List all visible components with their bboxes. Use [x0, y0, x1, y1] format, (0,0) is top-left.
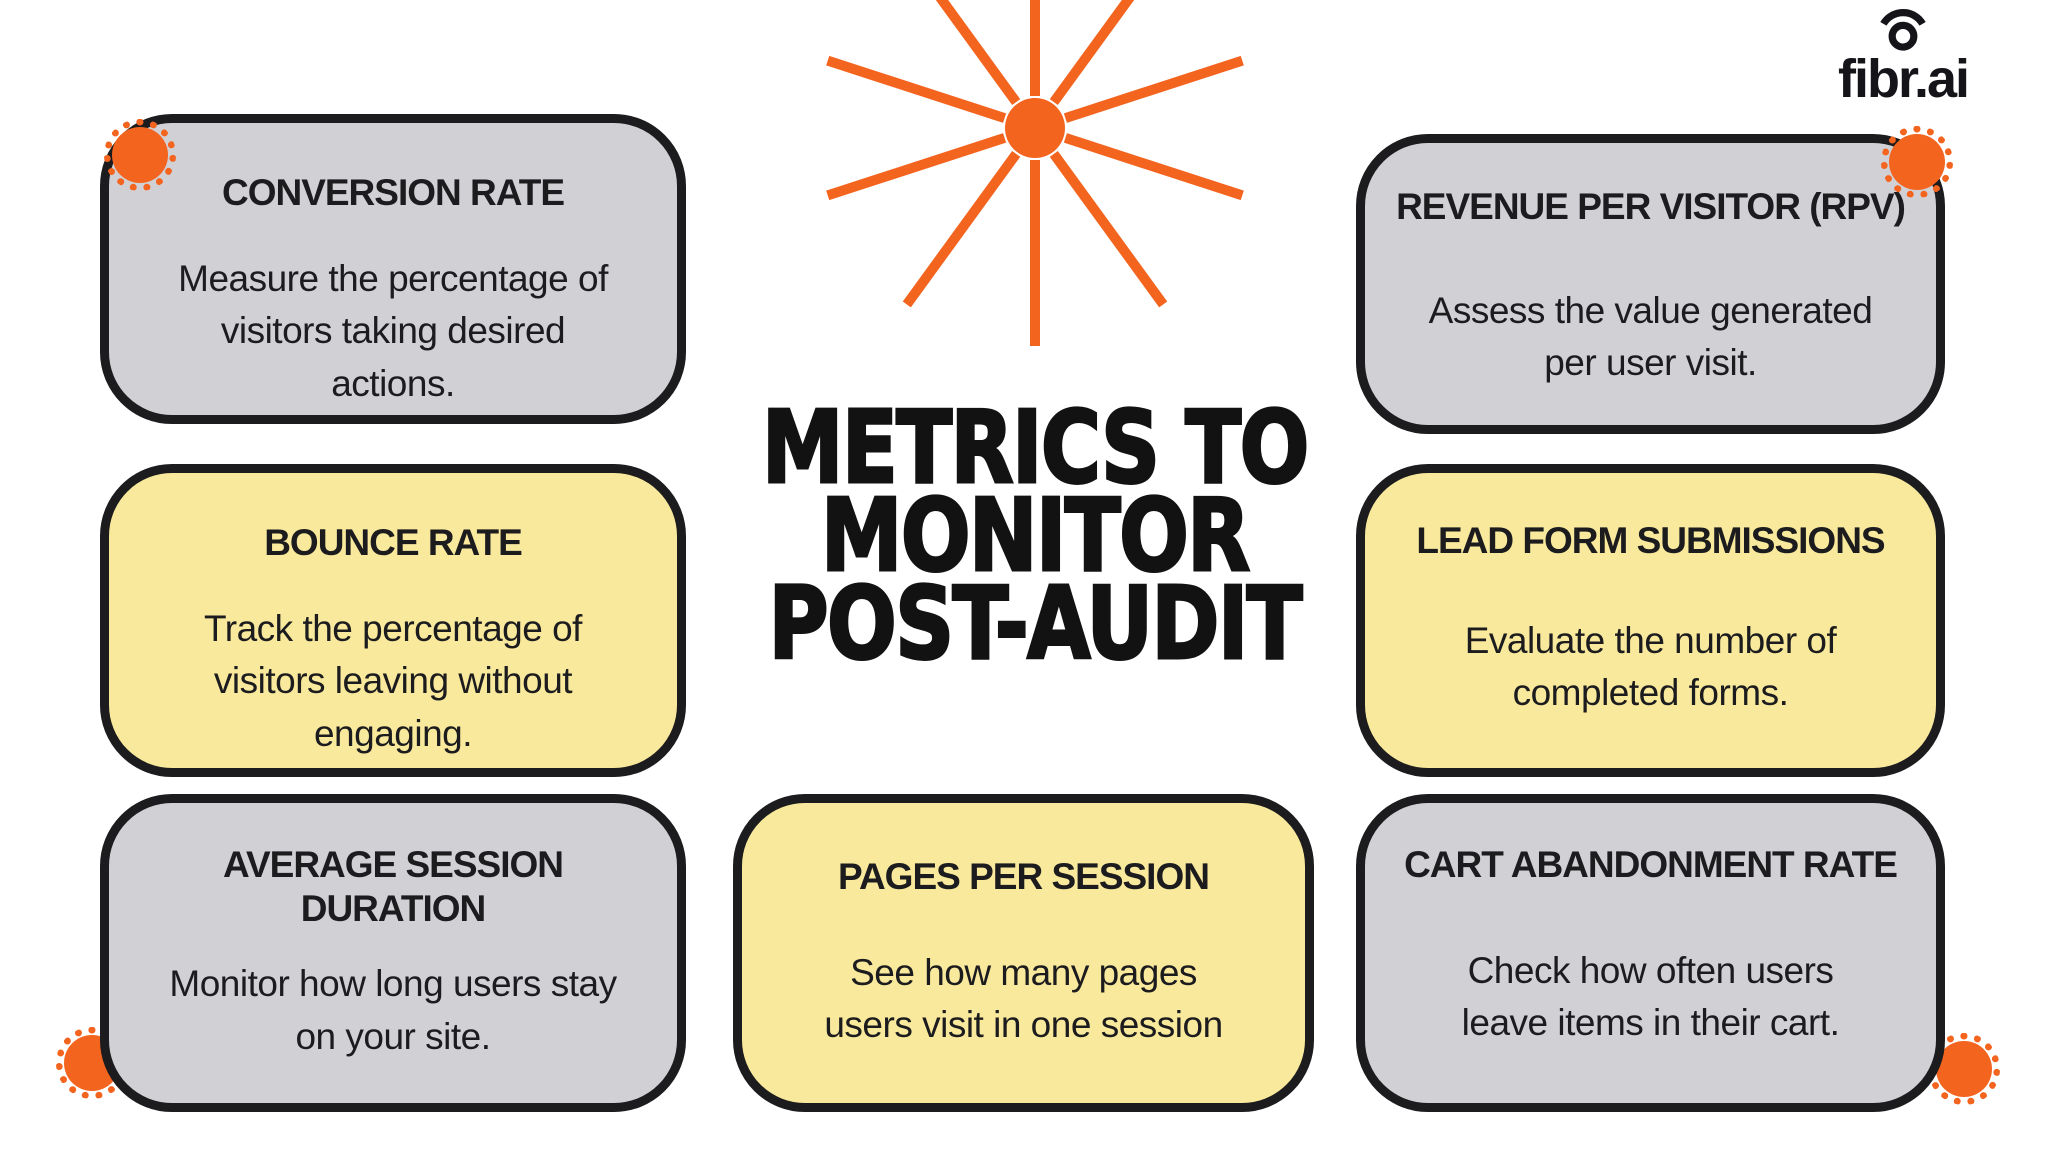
starburst-icon — [826, 0, 1244, 346]
brand-name: fibr.ai — [1837, 49, 1970, 109]
main-title: METRICS TO MONITOR POST-AUDIT — [685, 389, 1385, 682]
card-cart-abandonment-rate: CART ABANDONMENT RATE Check how often us… — [1356, 794, 1945, 1112]
card-body: Check how often users leave items in the… — [1461, 949, 1840, 1044]
card-body: Track the percentage of visitors leaving… — [204, 607, 582, 754]
card-title: REVENUE PER VISITOR (RPV) — [1396, 186, 1906, 227]
seal-badge-icon — [104, 119, 176, 191]
fibr-logo-icon — [1880, 8, 1926, 51]
card-title: AVERAGE SESSION DURATION — [222, 844, 564, 929]
main-title-text: METRICS TO MONITOR POST-AUDIT — [761, 389, 1311, 682]
brand-logo: fibr.ai — [1818, 6, 1988, 106]
card-pages-per-session: PAGES PER SESSION See how many pages use… — [733, 794, 1314, 1112]
card-bounce-rate: BOUNCE RATE Track the percentage of visi… — [100, 464, 686, 777]
card-body: Assess the value generated per user visi… — [1428, 289, 1873, 384]
card-average-session-duration: AVERAGE SESSION DURATION Monitor how lon… — [100, 794, 686, 1112]
card-body: Monitor how long users stay on your site… — [169, 963, 617, 1057]
seal-badge-icon — [1881, 126, 1953, 198]
card-revenue-per-visitor: REVENUE PER VISITOR (RPV) Assess the val… — [1356, 134, 1945, 434]
card-lead-form-submissions: LEAD FORM SUBMISSIONS Evaluate the numbe… — [1356, 464, 1945, 777]
card-body: See how many pages users visit in one se… — [824, 951, 1223, 1046]
card-title: BOUNCE RATE — [264, 522, 523, 563]
card-conversion-rate: CONVERSION RATE Measure the percentage o… — [100, 114, 686, 424]
card-body: Evaluate the number of completed forms. — [1464, 619, 1837, 714]
card-title: LEAD FORM SUBMISSIONS — [1416, 520, 1885, 561]
card-title: PAGES PER SESSION — [838, 856, 1210, 897]
card-title: CONVERSION RATE — [221, 172, 565, 213]
card-body: Measure the percentage of visitors takin… — [178, 257, 608, 404]
card-title: CART ABANDONMENT RATE — [1404, 844, 1898, 885]
seal-badge-icon — [1928, 1033, 2000, 1105]
